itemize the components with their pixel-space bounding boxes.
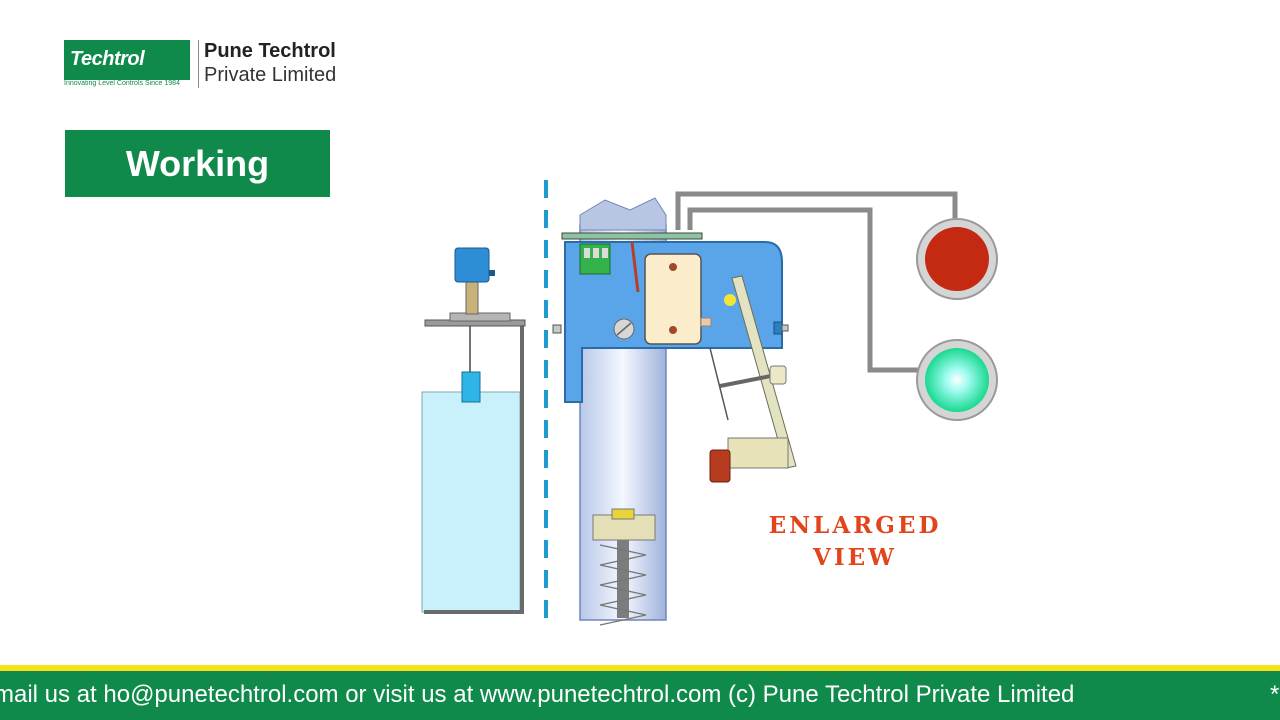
magnet — [709, 449, 731, 483]
enlarged-housing — [552, 197, 797, 626]
red-indicator-light — [925, 227, 989, 291]
enlarged-label-line1: ENLARGED — [768, 512, 942, 539]
float — [461, 371, 481, 403]
green-indicator-light — [925, 348, 989, 412]
switch-wire — [630, 241, 640, 293]
tank-assembly — [421, 247, 526, 614]
footer-ticker-star: * — [1270, 681, 1280, 708]
switch-head — [454, 247, 490, 283]
spring — [599, 544, 647, 626]
mount-plate — [449, 312, 511, 322]
pivot-point — [724, 294, 736, 306]
adjust-screw — [719, 373, 777, 388]
magnet-holder — [727, 437, 789, 469]
section-title: Working — [65, 130, 330, 197]
enlarged-label-line2: VIEW — [813, 544, 897, 571]
logo-divider — [198, 40, 199, 88]
switch-stem — [465, 281, 479, 315]
footer-ticker: mail us at ho@punetechtrol.com or visit … — [0, 671, 1280, 720]
tank-liquid — [421, 391, 521, 613]
lever-arm — [731, 275, 797, 469]
footer-ticker-text: mail us at ho@punetechtrol.com or visit … — [0, 681, 1075, 708]
diagram-svg — [421, 180, 998, 626]
company-name-line1: Pune Techtrol — [204, 40, 336, 62]
terminal-strip — [561, 232, 703, 240]
tank-wall — [424, 325, 524, 614]
level-switch-diagram: ENLARGED VIEW — [410, 170, 1040, 640]
wire-to-green-lamp — [687, 207, 920, 373]
enlarged-view-label: ENLARGED VIEW — [740, 510, 970, 574]
logo-tagline: Innovating Level Controls Since 1984 — [64, 80, 180, 87]
company-name-line2: Private Limited — [204, 64, 337, 86]
wire-to-red-lamp — [675, 191, 958, 230]
techtrol-logo-mark: Techtrol — [64, 40, 190, 80]
pipe-top-cut — [579, 197, 667, 231]
footer-accent-stripe — [0, 665, 1280, 671]
company-logo: Techtrol Innovating Level Controls Since… — [64, 40, 364, 92]
micro-switch — [644, 253, 702, 345]
